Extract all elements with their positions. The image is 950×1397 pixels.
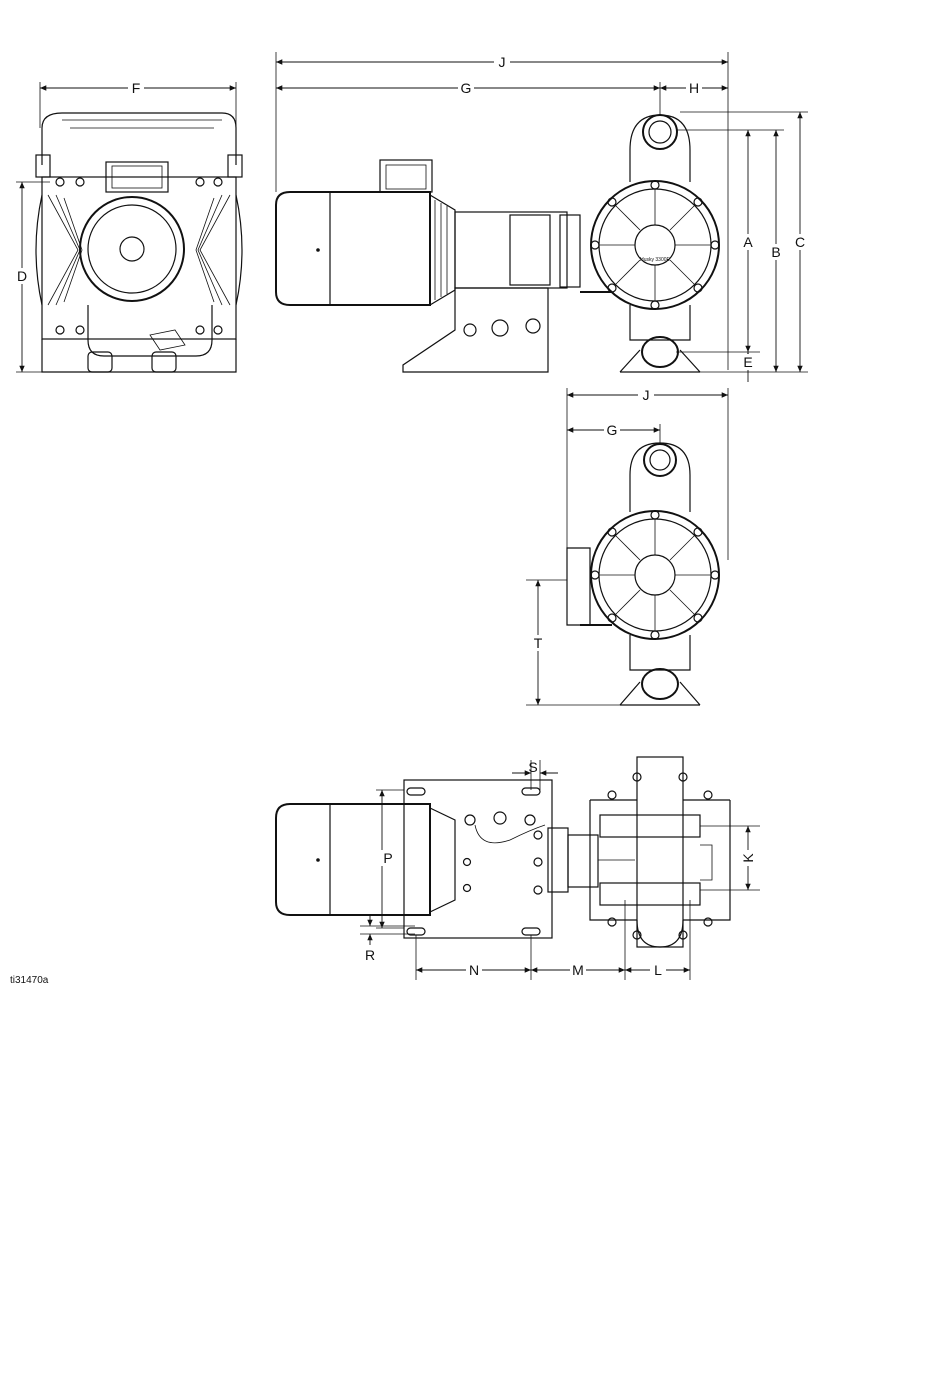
label-C: C bbox=[795, 234, 805, 250]
label-B: B bbox=[771, 244, 780, 260]
figure-id: ti31470a bbox=[10, 975, 49, 986]
label-A: A bbox=[743, 234, 753, 250]
nameplate-text: Husky 3300E bbox=[640, 257, 670, 263]
label-N: N bbox=[469, 962, 479, 978]
front-view-pump-only bbox=[526, 388, 728, 705]
label-L: L bbox=[654, 962, 662, 978]
label-R: R bbox=[365, 947, 375, 963]
label-S: S bbox=[528, 759, 537, 775]
label-K: K bbox=[740, 853, 756, 863]
label-D: D bbox=[17, 268, 27, 284]
label-P: P bbox=[383, 850, 392, 866]
label-M: M bbox=[572, 962, 584, 978]
label-T: T bbox=[534, 635, 543, 651]
label-J-middle: J bbox=[643, 387, 650, 403]
top-view bbox=[276, 757, 760, 980]
label-J-top: J bbox=[499, 54, 506, 70]
label-F: F bbox=[132, 80, 141, 96]
front-view-motor-pump: Husky 3300E bbox=[276, 52, 808, 382]
label-G-top: G bbox=[461, 80, 472, 96]
label-H: H bbox=[689, 80, 699, 96]
label-G-middle: G bbox=[607, 422, 618, 438]
label-E: E bbox=[743, 354, 752, 370]
side-view bbox=[16, 82, 242, 372]
